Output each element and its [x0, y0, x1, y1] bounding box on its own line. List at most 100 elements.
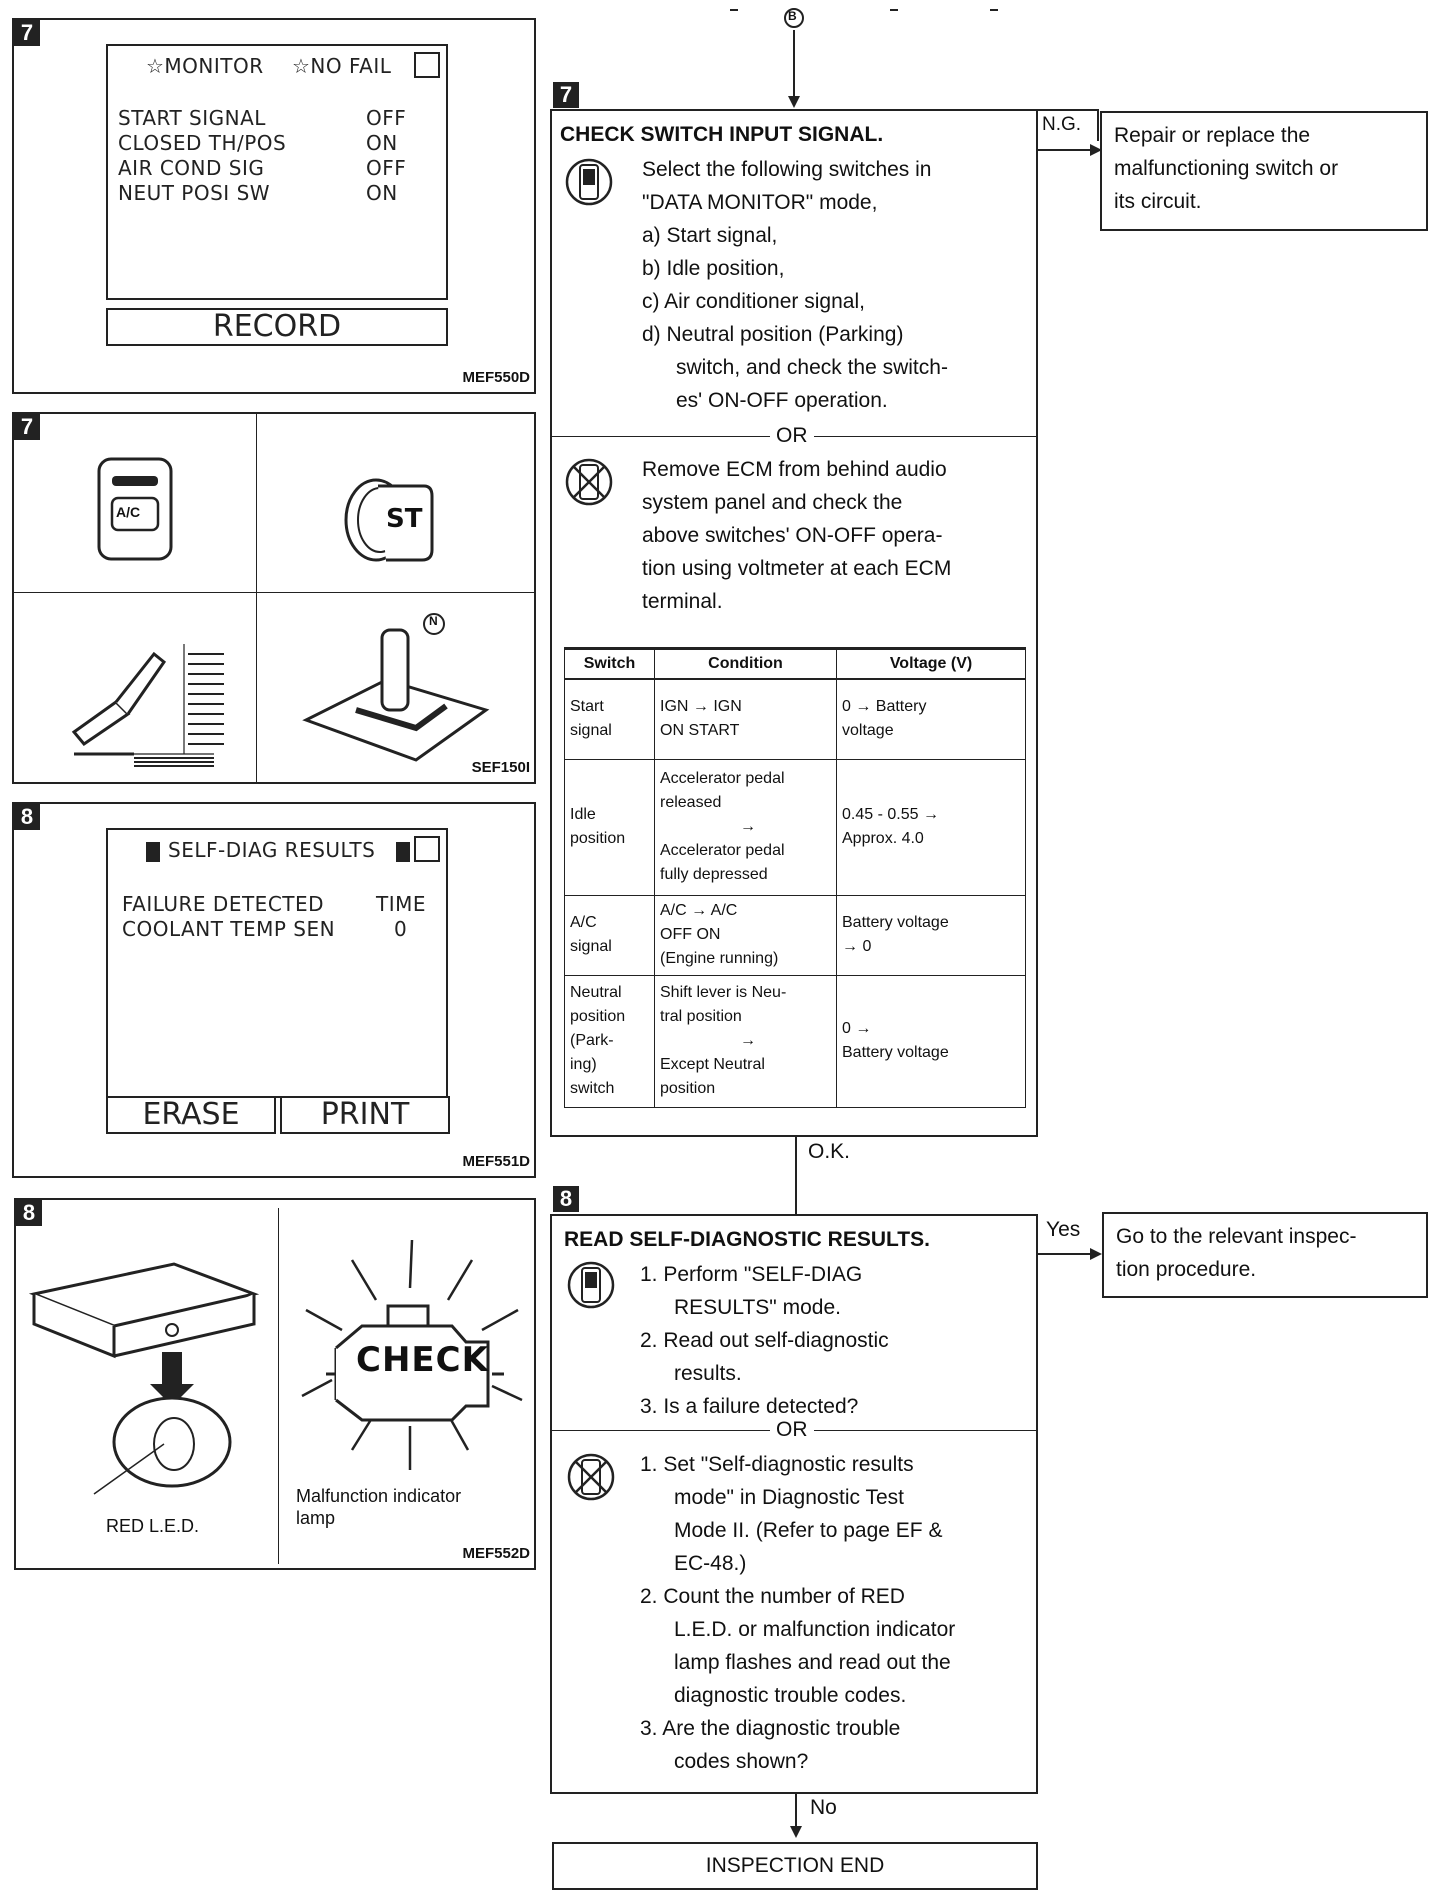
consult-tester-icon	[565, 158, 613, 206]
step-7-item: switch, and check the switch-	[676, 356, 948, 379]
step-number-badge: 8	[16, 1200, 42, 1226]
ecm-led-icon	[28, 1262, 260, 1495]
self-diag-title: SELF-DIAG RESULTS	[168, 838, 376, 862]
monitor-screen: ☆MONITOR ☆NO FAIL START SIGNAL CLOSED TH…	[106, 44, 448, 300]
step-7-alt-line: above switches' ON-OFF opera-	[642, 524, 943, 547]
flow-top-connector	[730, 8, 998, 108]
monitor-row: START SIGNAL	[118, 106, 266, 130]
step-7-item: c) Air conditioner signal,	[642, 290, 865, 313]
ac-switch-icon	[97, 457, 173, 561]
monitor-value: OFF	[366, 106, 407, 130]
step-7-title: CHECK SWITCH INPUT SIGNAL.	[560, 123, 884, 146]
no-arrow	[790, 1794, 802, 1838]
ok-label: O.K.	[808, 1140, 851, 1163]
failure-time: 0	[394, 917, 408, 941]
table-header: Voltage (V)	[836, 648, 1026, 680]
step-8-title: READ SELF-DIAGNOSTIC RESULTS.	[564, 1228, 930, 1251]
step-8-alt-item: 1. Set "Self-diagnostic results	[640, 1453, 914, 1476]
figure-switches: 7 A/C ST N SEF150I	[12, 412, 536, 784]
monitor-value: ON	[366, 181, 398, 205]
step-7-intro: "DATA MONITOR" mode,	[642, 191, 878, 214]
st-label: ST	[386, 504, 423, 534]
self-diag-screen: SELF-DIAG RESULTS FAILURE DETECTED TIME …	[106, 828, 448, 1098]
no-fail-label: ☆NO FAIL	[292, 54, 392, 78]
ng-label: N.G.	[1042, 114, 1082, 135]
table-header: Switch	[564, 648, 655, 680]
no-tester-icon	[567, 1453, 615, 1501]
step-7-badge: 7	[553, 82, 579, 108]
step-7-alt-line: Remove ECM from behind audio	[642, 458, 947, 481]
step-8-alt-item: L.E.D. or malfunction indicator	[674, 1618, 956, 1641]
connector-b-label: B	[788, 9, 797, 23]
figure-data-monitor: 7 ☆MONITOR ☆NO FAIL START SIGNAL CLOSED …	[12, 18, 536, 394]
check-text: CHECK	[356, 1340, 489, 1380]
monitor-value: ON	[366, 131, 398, 155]
ng-arrow	[1038, 144, 1102, 156]
no-tester-icon	[565, 458, 613, 506]
accelerator-pedal-icon	[71, 644, 224, 767]
step-8-alt-item: diagnostic trouble codes.	[674, 1684, 907, 1707]
yes-action-box: Go to the relevant inspec- tion procedur…	[1102, 1212, 1428, 1298]
step-8-alt-item: lamp flashes and read out the	[674, 1651, 951, 1674]
step-8-item: results.	[674, 1362, 742, 1385]
failure-header: FAILURE DETECTED	[122, 892, 325, 916]
step-8-alt-item: Mode II. (Refer to page EF &	[674, 1519, 943, 1542]
ignition-key-icon	[344, 478, 434, 562]
step-8-badge: 8	[553, 1186, 579, 1212]
time-header: TIME	[376, 892, 427, 916]
monitor-row: CLOSED TH/POS	[118, 131, 287, 155]
figure-code: MEF552D	[462, 1545, 530, 1562]
yes-arrow	[1038, 1248, 1102, 1260]
step-7-alt-line: system panel and check the	[642, 491, 903, 514]
step-8-item: 1. Perform "SELF-DIAG	[640, 1263, 863, 1286]
checkbox-icon	[414, 836, 440, 862]
print-button[interactable]: PRINT	[280, 1096, 450, 1134]
step-7-intro: Select the following switches in	[642, 158, 932, 181]
block-icon	[146, 842, 160, 862]
shift-lever-icon	[302, 613, 490, 762]
erase-button[interactable]: ERASE	[106, 1096, 276, 1134]
failure-item: COOLANT TEMP SEN	[122, 917, 336, 941]
check-engine-icon	[301, 1239, 523, 1470]
figure-self-diag-screen: 8 SELF-DIAG RESULTS FAILURE DETECTED TIM…	[12, 802, 536, 1178]
neutral-label: N	[429, 614, 438, 628]
step-7-item: d) Neutral position (Parking)	[642, 323, 904, 346]
step-7-alt-line: tion using voltmeter at each ECM	[642, 557, 952, 580]
step-number-badge: 7	[14, 414, 40, 440]
figure-code: MEF550D	[462, 369, 530, 386]
block-icon	[396, 842, 410, 862]
checkbox-icon	[414, 52, 440, 78]
step-7-box: CHECK SWITCH INPUT SIGNAL. Select the fo…	[550, 109, 1038, 1137]
mil-label: Malfunction indicator	[296, 1486, 462, 1506]
step-8-item: 2. Read out self-diagnostic	[640, 1329, 889, 1352]
step-8-box: READ SELF-DIAGNOSTIC RESULTS. 1. Perform…	[550, 1214, 1038, 1794]
step-8-item: RESULTS" mode.	[674, 1296, 841, 1319]
inspection-end-label: INSPECTION END	[705, 1854, 885, 1877]
monitor-row: AIR COND SIG	[118, 156, 265, 180]
step-number-badge: 7	[14, 20, 40, 46]
or-divider: OR	[770, 424, 814, 448]
step-7-alt-line: terminal.	[642, 590, 723, 613]
mil-label-line2: lamp	[296, 1508, 336, 1528]
step-7-item: b) Idle position,	[642, 257, 785, 280]
step-7-item: a) Start signal,	[642, 224, 778, 247]
step-8-alt-item: mode" in Diagnostic Test	[674, 1486, 905, 1509]
yes-label: Yes	[1046, 1218, 1081, 1241]
red-led-label: RED L.E.D.	[106, 1516, 200, 1536]
figure-led-check-lamp: 8 RED L.E.D. CHECK Malfunction indicat	[14, 1198, 536, 1570]
step-7-item: es' ON-OFF operation.	[676, 389, 888, 412]
step-8-alt-item: codes shown?	[674, 1750, 809, 1773]
monitor-title: ☆MONITOR	[146, 54, 264, 78]
table-header: Condition	[654, 648, 837, 680]
step-number-badge: 8	[14, 804, 40, 830]
record-button[interactable]: RECORD	[106, 308, 448, 346]
ng-action-box: Repair or replace the malfunctioning swi…	[1100, 111, 1428, 231]
step-8-alt-item: 3. Are the diagnostic trouble	[640, 1717, 901, 1740]
step-8-alt-item: EC-48.)	[674, 1552, 747, 1575]
monitor-value: OFF	[366, 156, 407, 180]
